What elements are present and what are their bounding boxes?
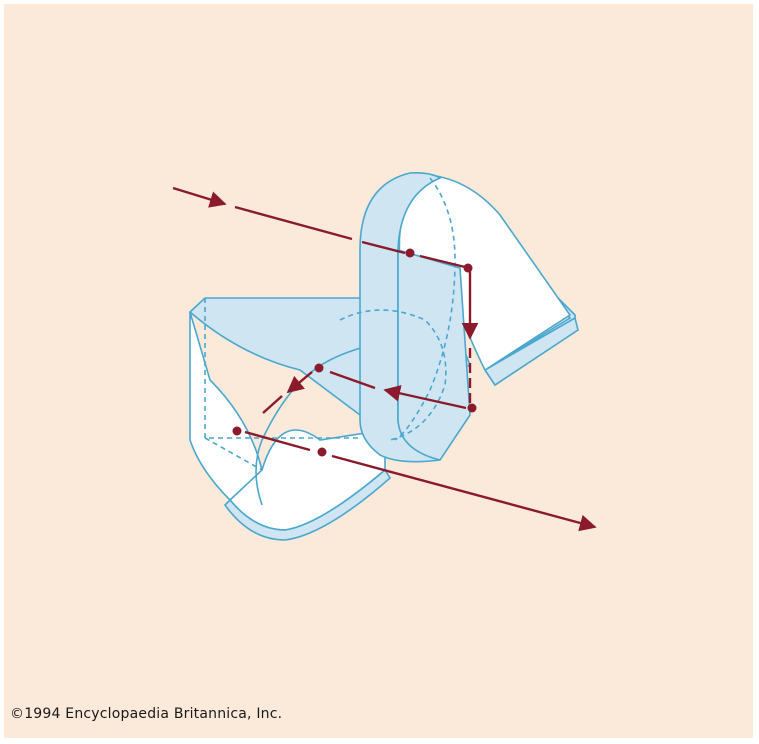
ray-point bbox=[318, 448, 327, 457]
ray-segment-1 bbox=[235, 207, 352, 239]
ray-point bbox=[464, 264, 473, 273]
ray-point bbox=[468, 404, 477, 413]
ray-point bbox=[406, 249, 415, 258]
copyright-notice: ©1994 Encyclopaedia Britannica, Inc. bbox=[10, 706, 282, 722]
ray-diagonal-arrow bbox=[288, 372, 312, 392]
ray-point bbox=[233, 427, 242, 436]
ray-incoming-arrow bbox=[173, 188, 225, 204]
ray-point bbox=[315, 364, 324, 373]
upper-prism bbox=[340, 173, 578, 462]
